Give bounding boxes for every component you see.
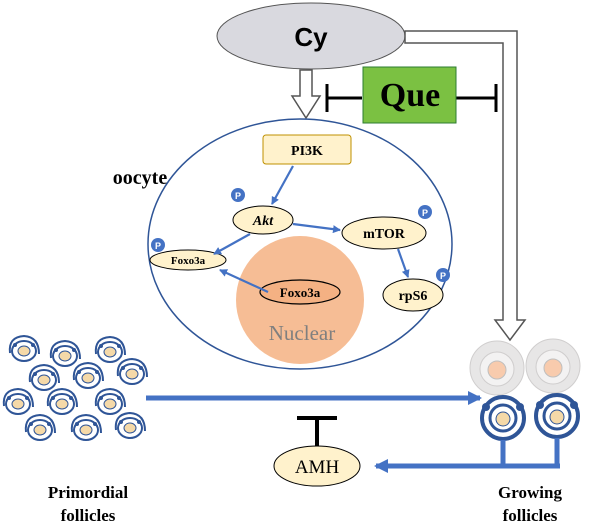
growing-label-line1: Growing (498, 483, 562, 502)
growing-follicles-grey (469, 338, 581, 396)
akt-to-mtor-arrow (292, 222, 341, 234)
pi3k-label: PI3K (291, 144, 323, 159)
mtor-phospho-badge: P (418, 205, 432, 219)
mtor-node: mTOR (341, 216, 427, 250)
que-inhibition (325, 84, 498, 112)
akt-node: Akt (232, 205, 294, 235)
svg-text:P: P (440, 271, 446, 281)
mtor-to-rps6-arrow (396, 248, 410, 278)
oocyte-label: oocyte (113, 167, 168, 189)
nuclear-label: Nuclear (269, 321, 335, 345)
cy-node: Cy (216, 2, 406, 70)
grey-follicle-right (525, 338, 581, 394)
akt-phospho-badge: P (231, 188, 245, 202)
svg-text:P: P (155, 241, 161, 251)
amh-label: AMH (295, 457, 340, 478)
cy-to-pi3k-arrow (290, 69, 322, 120)
foxo3a-phospho-badge: P (151, 238, 165, 252)
svg-text:P: P (422, 208, 428, 218)
blue-follicle-right (534, 393, 580, 439)
primordial-follicles-cluster (2, 335, 148, 441)
amh-feedback-arrow (374, 438, 560, 473)
que-label: Que (380, 77, 440, 114)
pathway-arrows (213, 165, 410, 293)
growing-label-line2: follicles (503, 506, 558, 525)
growing-follicles-blue (480, 393, 580, 441)
cy-to-growing-arrow (404, 30, 527, 342)
svg-text:P: P (235, 191, 241, 201)
blue-follicle-left (480, 395, 526, 441)
que-box: Que (362, 66, 457, 124)
foxo3a-nuclear-node: Foxo3a (259, 279, 341, 305)
rps6-label: rpS6 (399, 289, 428, 304)
pi3k-to-akt-arrow (271, 165, 294, 205)
foxo3a-cytoplasm-node: Foxo3a (149, 249, 227, 271)
cy-label: Cy (294, 22, 328, 52)
mtor-label: mTOR (363, 227, 406, 242)
primordial-label-line1: Primordial (48, 483, 129, 502)
amh-node: AMH (273, 445, 361, 487)
foxo3a-cytoplasm-label: Foxo3a (171, 255, 206, 267)
pi3k-node: PI3K (262, 134, 352, 165)
amh-inhibition (297, 416, 337, 446)
foxo3a-nuclear-label: Foxo3a (280, 285, 321, 300)
akt-label: Akt (252, 214, 274, 229)
foxo3a-export-arrow (219, 269, 269, 293)
rps6-node: rpS6 (382, 278, 444, 312)
rps6-phospho-badge: P (436, 268, 450, 282)
grey-follicle-left (469, 340, 525, 396)
primordial-label-line2: follicles (61, 506, 116, 525)
akt-to-foxo3a-arrow (213, 233, 251, 255)
